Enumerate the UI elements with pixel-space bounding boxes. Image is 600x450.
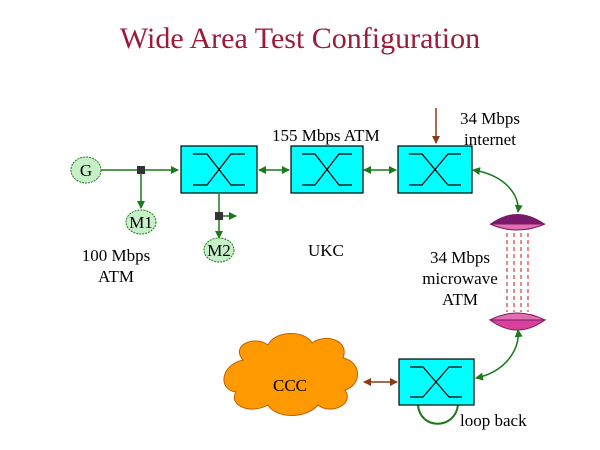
internet-label: 34 Mbps internet	[440, 108, 540, 150]
atm-switch-3	[397, 145, 473, 194]
loopback-label: loop back	[460, 411, 527, 430]
microwave-label: 34 Mbps microwave ATM	[410, 247, 510, 310]
page-title: Wide Area Test Configuration	[119, 22, 481, 55]
ukc-label: UKC	[308, 241, 344, 260]
loopback-path	[417, 404, 459, 425]
dish-to-switch4-link	[475, 329, 523, 381]
node-g-label: G	[80, 161, 92, 180]
switch3-to-dish-link	[472, 167, 523, 213]
atm-switch-4	[398, 358, 475, 406]
atm100-label-line1: 100 Mbps	[81, 246, 151, 265]
atm-switch-1	[180, 145, 258, 194]
ccc-cloud	[223, 333, 358, 416]
atm100-label-line2: ATM	[98, 267, 134, 286]
internet-label-line1: 34 Mbps	[460, 109, 520, 128]
microwave-label-line3: ATM	[442, 290, 478, 309]
node-g: G	[70, 156, 102, 184]
ccc-label: CCC	[273, 376, 307, 395]
atm100-label: 100 Mbps ATM	[66, 245, 166, 287]
node-m2-label: M2	[207, 241, 231, 260]
internet-label-line2: internet	[464, 130, 516, 149]
microwave-label-line1: 34 Mbps	[430, 248, 490, 267]
microwave-dish-bottom	[488, 312, 547, 331]
link-155-label: 155 Mbps ATM	[272, 126, 380, 145]
atm-switch-2	[290, 145, 364, 194]
microwave-label-line2: microwave	[422, 269, 498, 288]
tap-point-1	[137, 166, 145, 174]
tap-point-2	[215, 212, 223, 220]
microwave-dish-top	[489, 214, 546, 231]
node-m1: M1	[125, 209, 157, 235]
node-m2: M2	[203, 237, 235, 263]
node-m1-label: M1	[129, 213, 153, 232]
